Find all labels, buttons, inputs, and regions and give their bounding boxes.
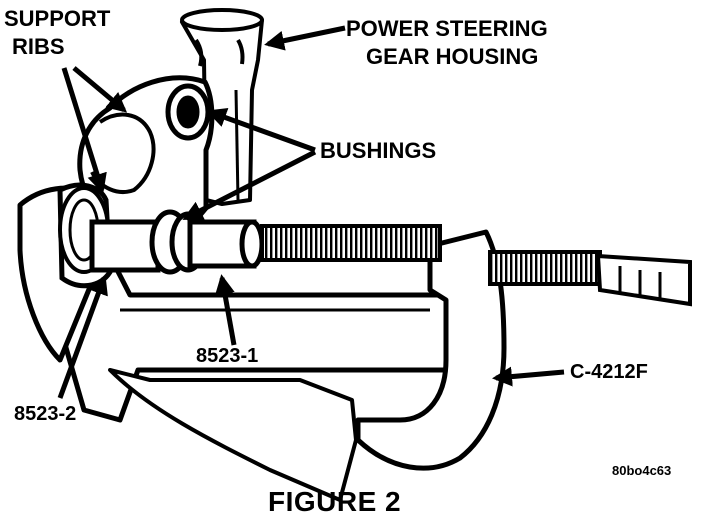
threaded-screw	[260, 224, 692, 307]
callout-arrows	[57, 25, 565, 399]
label-part-8523-2: 8523-2	[14, 403, 77, 425]
label-gear-housing-line2: GEAR HOUSING	[366, 44, 539, 69]
label-support-ribs-line2: RIBS	[12, 34, 65, 59]
label-support-ribs-line1: SUPPORT	[4, 6, 111, 31]
label-part-c4212f: C-4212F	[570, 361, 648, 383]
image-code: 80bo4c63	[612, 463, 672, 478]
figure-caption: FIGURE 2	[268, 486, 402, 517]
installer-tool-8523-1	[89, 209, 265, 275]
label-bushings: BUSHINGS	[320, 138, 437, 163]
label-power-steering-line1: POWER STEERING	[346, 16, 548, 41]
label-part-8523-1: 8523-1	[196, 345, 259, 367]
